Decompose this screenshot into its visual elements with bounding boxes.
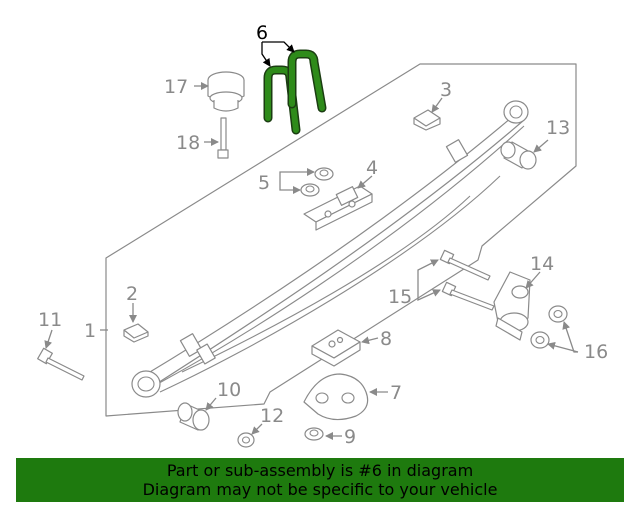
shackle-14 — [493, 271, 531, 341]
bolt-18 — [217, 117, 229, 159]
nut-9 — [304, 427, 324, 441]
banner-line-disclaimer: Diagram may not be specific to your vehi… — [142, 480, 498, 499]
callout-2: 2 — [126, 283, 138, 305]
spacer-block-8 — [311, 329, 361, 367]
nuts-5 — [300, 167, 334, 197]
pad-2 — [123, 323, 149, 343]
callout-6: 6 — [256, 22, 268, 44]
nuts-16 — [530, 305, 568, 349]
leaf-spring — [131, 100, 529, 398]
bushing-10 — [177, 402, 210, 431]
callout-15: 15 — [388, 286, 412, 308]
pad-3 — [413, 109, 441, 131]
bump-stop-17 — [207, 71, 245, 112]
bushing-13 — [500, 141, 537, 170]
u-bolts-6 — [263, 49, 327, 135]
callout-labels: 1 2 3 4 5 6 7 8 9 10 11 12 13 14 15 16 1… — [38, 22, 608, 448]
callout-18: 18 — [176, 132, 200, 154]
callout-17: 17 — [164, 76, 188, 98]
callout-5: 5 — [258, 172, 270, 194]
callout-13: 13 — [546, 117, 570, 139]
leader-lines — [44, 41, 579, 440]
callout-3: 3 — [440, 79, 452, 101]
nut-12 — [237, 432, 255, 448]
info-banner: Part or sub-assembly is #6 in diagram Di… — [16, 458, 624, 502]
bracket-7 — [303, 373, 369, 421]
callout-8: 8 — [380, 328, 392, 350]
callout-12: 12 — [260, 405, 284, 427]
banner-line-part-number: Part or sub-assembly is #6 in diagram — [166, 461, 474, 480]
callout-11: 11 — [38, 309, 62, 331]
bolts-15 — [439, 249, 495, 311]
spring-plate-4 — [303, 185, 373, 231]
callout-4: 4 — [366, 157, 378, 179]
callout-7: 7 — [390, 382, 402, 404]
callout-9: 9 — [344, 426, 356, 448]
callout-16: 16 — [584, 341, 608, 363]
bolt-11 — [37, 347, 85, 381]
callout-1: 1 — [84, 320, 96, 342]
callout-10: 10 — [217, 379, 241, 401]
callout-14: 14 — [530, 253, 554, 275]
